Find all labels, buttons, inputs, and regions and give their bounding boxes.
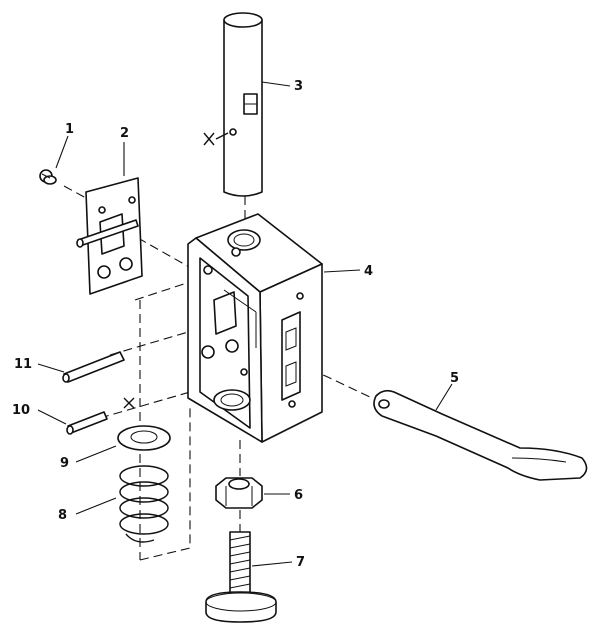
washer [117, 425, 171, 451]
housing-box [187, 213, 323, 443]
callout-5: 5 [450, 371, 459, 386]
tube-shaft [203, 12, 263, 197]
long-pin [62, 351, 125, 383]
callout-1: 1 [65, 122, 74, 137]
callout-labels: 1 2 3 4 5 6 7 8 9 10 11 [12, 79, 459, 570]
coil-spring [119, 465, 169, 543]
bolt-foot [205, 531, 277, 623]
latch-plate [76, 177, 143, 295]
screw [39, 169, 57, 185]
callout-3: 3 [294, 79, 303, 94]
callout-4: 4 [364, 264, 373, 279]
callout-6: 6 [294, 488, 303, 503]
callout-7: 7 [296, 555, 305, 570]
callout-10: 10 [12, 403, 30, 418]
lever-handle [373, 389, 588, 481]
hex-nut [215, 477, 263, 509]
callout-2: 2 [120, 126, 129, 141]
short-pin [66, 397, 135, 435]
callout-9: 9 [60, 456, 69, 471]
leader-lines [37, 81, 453, 567]
callout-11: 11 [14, 357, 32, 372]
callout-8: 8 [58, 508, 67, 523]
